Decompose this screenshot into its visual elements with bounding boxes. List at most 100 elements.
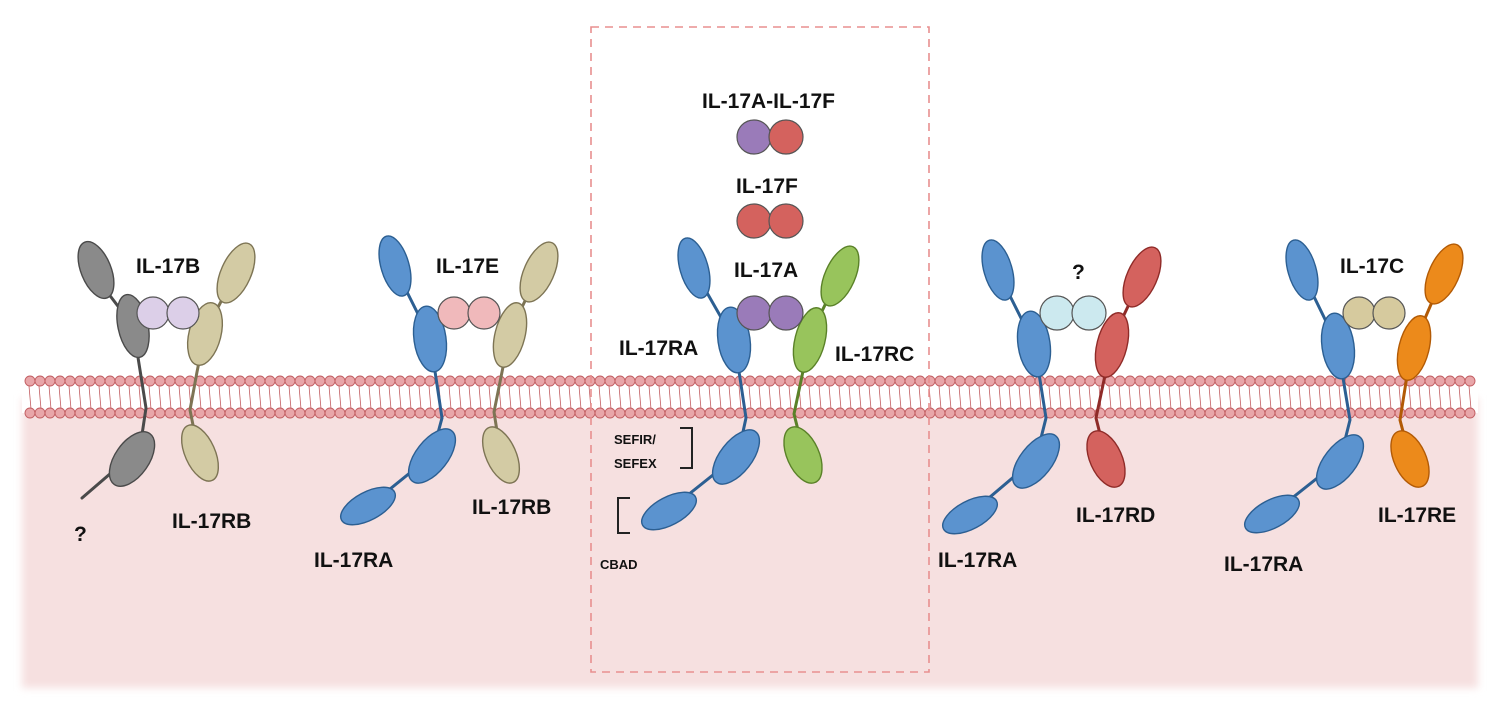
il17rd-receptor-domain <box>1094 312 1130 378</box>
lipid-head-inner <box>1304 407 1316 419</box>
lipid-head-inner <box>1134 407 1146 419</box>
lipid-tail <box>158 385 162 410</box>
lipid-head-inner <box>1204 407 1216 419</box>
il17re-receptor-label: IL-17RE <box>1378 504 1456 527</box>
lipid-head-inner <box>1054 407 1066 419</box>
lipid-tail <box>428 385 432 410</box>
lipid-head-inner <box>64 407 76 419</box>
lipid-head-outer <box>94 375 106 387</box>
lipid-tail <box>738 385 742 410</box>
lipid-head-outer <box>804 375 816 387</box>
lipid-head-outer <box>344 375 356 387</box>
lipid-tail <box>908 385 912 410</box>
lipid-tail <box>1428 385 1432 410</box>
lipid-head-outer <box>1294 375 1306 387</box>
lipid-head-outer <box>784 375 796 387</box>
lipid-tail <box>758 385 762 410</box>
lipid-tail <box>448 385 452 410</box>
lipid-tail <box>998 385 1002 410</box>
lipid-tail <box>1378 385 1382 410</box>
unknown-ligand-dimer-subunit <box>1071 295 1107 331</box>
lipid-head-inner <box>1104 407 1116 419</box>
lipid-head-outer <box>1154 375 1166 387</box>
lipid-head-outer <box>1004 375 1016 387</box>
lipid-tail <box>1458 385 1462 410</box>
lipid-head-inner <box>1174 407 1186 419</box>
lipid-tail <box>1278 385 1282 410</box>
lipid-head-outer <box>684 375 696 387</box>
lipid-head-inner <box>644 407 656 419</box>
lipid-head-outer <box>724 375 736 387</box>
il17rc-receptor-domain <box>783 426 823 484</box>
lipid-head-outer <box>394 375 406 387</box>
highlight-box <box>590 26 930 673</box>
lipid-tail <box>538 385 542 410</box>
lipid-tail <box>1398 385 1402 410</box>
lipid-tail <box>1078 385 1082 410</box>
lipid-head-outer <box>854 375 866 387</box>
lipid-tail <box>1158 385 1162 410</box>
lipid-head-outer <box>654 375 666 387</box>
il17ra-receptor-domain <box>340 486 396 526</box>
lipid-head-inner <box>924 407 936 419</box>
lipid-head-outer <box>1204 375 1216 387</box>
lipid-head-outer <box>524 375 536 387</box>
lipid-tail <box>1268 385 1272 410</box>
lipid-tail <box>288 385 292 410</box>
lipid-head-inner <box>44 407 56 419</box>
lipid-tail <box>458 385 462 410</box>
cbad-bracket <box>617 497 630 534</box>
il17ra-receptor-domain <box>407 428 457 484</box>
lipid-tail <box>1048 385 1052 410</box>
lipid-head-inner <box>1384 407 1396 419</box>
lipid-tail <box>818 385 822 410</box>
lipid-head-outer <box>514 375 526 387</box>
lipid-tail <box>1408 385 1412 410</box>
lipid-tail <box>298 385 302 410</box>
il17b-dimer-subunit <box>166 296 200 330</box>
lipid-tail <box>1318 385 1322 410</box>
lipid-head-outer <box>24 375 36 387</box>
lipid-head-outer <box>374 375 386 387</box>
lipid-head-outer <box>464 375 476 387</box>
lipid-head-inner <box>24 407 36 419</box>
unknown-ligand-label: ? <box>1072 261 1085 284</box>
lipid-head-outer <box>554 375 566 387</box>
lipid-tail <box>248 385 252 410</box>
il17ra-receptor-label: IL-17RA <box>938 549 1017 572</box>
lipid-head-outer <box>144 375 156 387</box>
lipid-tail <box>848 385 852 410</box>
lipid-head-outer <box>164 375 176 387</box>
lipid-head-outer <box>324 375 336 387</box>
il17rd-receptor-domain <box>1122 246 1162 308</box>
lipid-tail <box>238 385 242 410</box>
il17ra-receptor-label: IL-17RA <box>314 549 393 572</box>
lipid-tail <box>1388 385 1392 410</box>
il17c-ligand-label: IL-17C <box>1340 255 1404 278</box>
lipid-head-inner <box>764 407 776 419</box>
lipid-head-inner <box>1184 407 1196 419</box>
lipid-head-outer <box>634 375 646 387</box>
lipid-head-inner <box>304 407 316 419</box>
lipid-head-inner <box>1004 407 1016 419</box>
lipid-head-outer <box>454 375 466 387</box>
unknown-receptor <box>77 240 156 500</box>
lipid-head-outer <box>844 375 856 387</box>
lipid-head-outer <box>1244 375 1256 387</box>
lipid-head-inner <box>1314 407 1326 419</box>
lipid-head-outer <box>754 375 766 387</box>
il17rb-receptor-domain <box>492 302 528 368</box>
lipid-head-outer <box>124 375 136 387</box>
lipid-tail <box>728 385 732 410</box>
lipid-head-outer <box>604 375 616 387</box>
il17rc-receptor <box>783 245 860 484</box>
il17a-il17f-heterodimer <box>736 119 804 155</box>
lipid-tail <box>1018 385 1022 410</box>
lipid-head-inner <box>374 407 386 419</box>
il17a-dimer-subunit <box>768 295 804 331</box>
receptors <box>77 235 1464 535</box>
lipid-head-inner <box>1164 407 1176 419</box>
lipid-head-inner <box>884 407 896 419</box>
lipid-head-inner <box>1274 407 1286 419</box>
lipid-head-inner <box>694 407 706 419</box>
